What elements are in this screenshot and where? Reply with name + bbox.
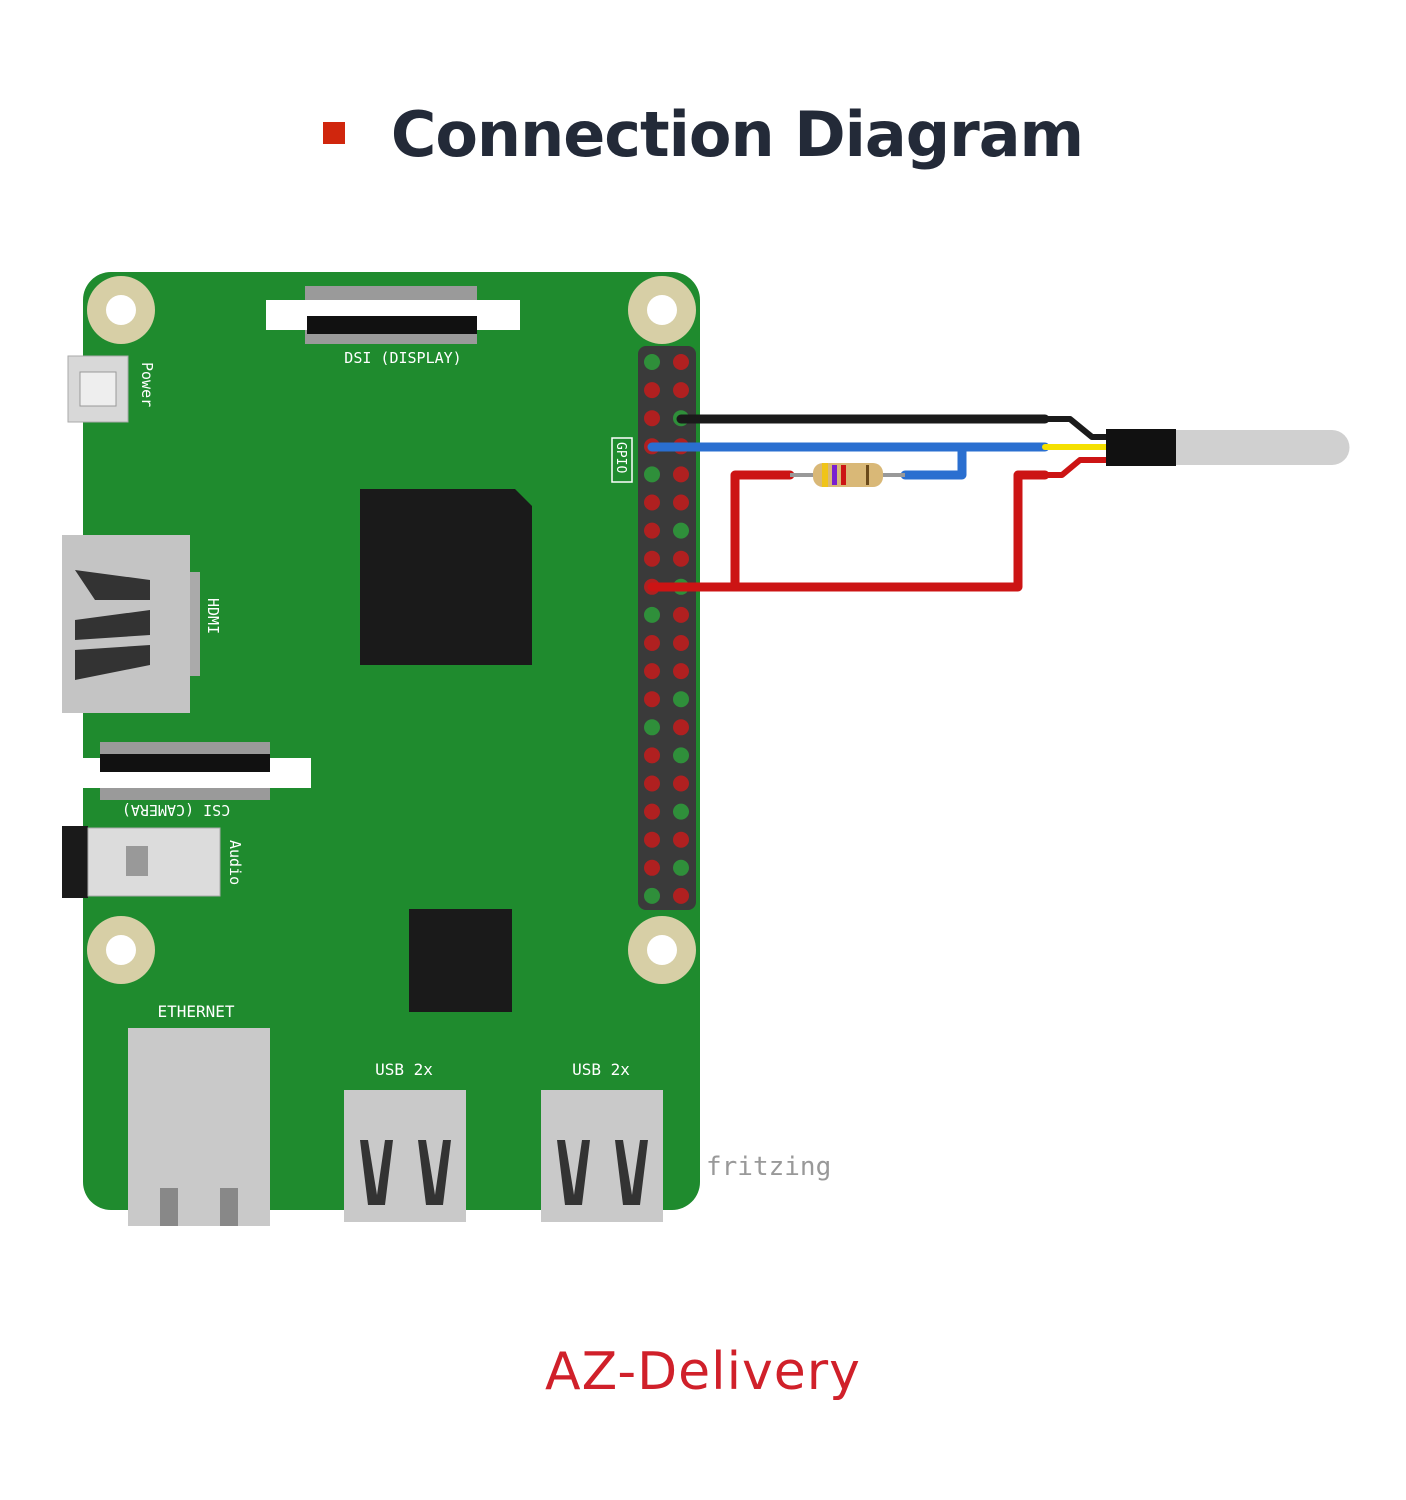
gpio-pin: [644, 859, 660, 876]
gpio-pin: [673, 494, 689, 511]
dsi-label: DSI (DISPLAY): [344, 349, 461, 367]
pullup-wire-red: [730, 470, 795, 592]
usb1-label: USB 2x: [375, 1060, 433, 1079]
gpio-pin: [644, 691, 660, 708]
gpio-header: [638, 346, 696, 910]
usb2-label: USB 2x: [572, 1060, 630, 1079]
power-wire-red: [647, 470, 1050, 592]
gpio-pin: [673, 382, 689, 399]
gpio-pin: [644, 550, 660, 567]
gpio-pin: [673, 635, 689, 651]
gpio-pin: [644, 606, 660, 623]
az-delivery-logo: AZ-Delivery: [545, 1342, 861, 1402]
dsi-connector: [266, 286, 520, 344]
gpio-pin: [644, 887, 660, 904]
gpio-pin: [673, 775, 689, 792]
gpio-pin: [673, 719, 689, 736]
gpio-pin: [673, 831, 689, 848]
audio-jack: [62, 826, 221, 898]
sensor-power-lead: [1042, 457, 1111, 478]
ethernet-label: ETHERNET: [157, 1002, 234, 1021]
power-label: Power: [138, 362, 156, 407]
gpio-label: GPIO: [613, 442, 628, 473]
title-bullet-icon: [322, 121, 345, 144]
csi-label: CSI (CAMERA): [122, 801, 230, 819]
gpio-pin: [673, 354, 689, 370]
gpio-pin: [644, 466, 660, 483]
usb-controller-chip: [409, 909, 512, 1012]
csi-connector: [82, 742, 311, 800]
resistor: [790, 463, 905, 487]
gpio-pin: [673, 803, 689, 820]
ds18b20-temperature-probe: [1106, 429, 1350, 466]
gpio-pin: [644, 354, 660, 370]
gpio-pin: [644, 635, 660, 651]
gpio-pin: [673, 859, 689, 876]
usb-port-1: [344, 1090, 466, 1222]
gpio-pin: [644, 831, 660, 848]
gpio-pin: [673, 466, 689, 483]
gpio-pin: [673, 747, 689, 764]
gpio-pin: [673, 691, 689, 708]
hdmi-port: [62, 535, 200, 713]
usb-port-2: [541, 1090, 663, 1222]
gpio-pin: [644, 410, 660, 427]
gpio-pin: [673, 522, 689, 539]
gpio-pin: [673, 887, 689, 904]
gpio-pin: [644, 494, 660, 511]
page-title: Connection Diagram: [0, 98, 1406, 171]
gpio-pins: [644, 354, 689, 904]
pullup-wire-blue: [900, 442, 967, 480]
gpio-pin: [644, 719, 660, 736]
sensor-ground-lead: [1042, 416, 1111, 440]
gpio-pin: [644, 747, 660, 764]
gpio-pin: [644, 382, 660, 399]
ethernet-port: [128, 1028, 270, 1226]
power-port: [67, 355, 129, 423]
gpio-pin: [673, 550, 689, 567]
gpio-pin: [644, 522, 660, 539]
gpio-pin: [644, 775, 660, 792]
audio-label: Audio: [226, 840, 244, 885]
fritzing-watermark: fritzing: [706, 1152, 831, 1182]
gpio-pin: [673, 663, 689, 680]
gpio-pin: [644, 663, 660, 680]
title-text: Connection Diagram: [390, 98, 1084, 171]
gpio-pin: [673, 606, 689, 623]
gpio-pin: [644, 803, 660, 820]
raspberry-pi-board: [83, 272, 700, 1210]
hdmi-label: HDMI: [204, 598, 222, 634]
soc-chip: [360, 489, 532, 665]
